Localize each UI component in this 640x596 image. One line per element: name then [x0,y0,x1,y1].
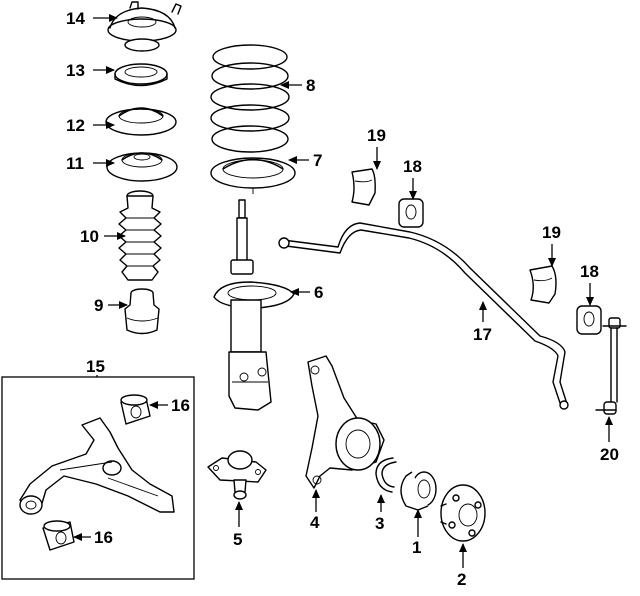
stabilizer-bracket-part-upper [351,168,376,206]
control-arm-bushing-part-lower [42,520,75,551]
callout-11: 11 [66,154,84,173]
strut-assembly-part [213,199,295,411]
callout-leaders [73,14,613,568]
callout-6: 6 [314,283,323,302]
control-arm-bushing-part-upper [120,394,151,425]
callout-17: 17 [473,325,492,344]
stabilizer-bracket-part-lower [529,265,557,304]
callout-9: 9 [94,296,103,315]
callout-4: 4 [310,513,320,532]
callout-13: 13 [66,61,85,80]
stabilizer-link-part [595,317,627,415]
lower-insulator-part [210,157,296,194]
callout-18-upper: 18 [403,157,422,176]
callout-2: 2 [457,570,466,589]
callout-7: 7 [313,151,322,170]
callout-12: 12 [66,116,85,135]
snap-ring-part [375,457,397,493]
wheel-hub-part [440,484,486,542]
ball-joint-part [207,450,267,500]
callout-15: 15 [86,357,105,376]
callout-19-upper: 19 [367,126,386,145]
stabilizer-bushing-part-lower [576,305,602,335]
stabilizer-bushing-part-upper [398,198,424,228]
stabilizer-bar-part [278,222,569,410]
bump-stop-part [124,288,160,335]
callout-10: 10 [80,227,99,246]
callout-20: 20 [600,445,619,464]
control-arm-group-box [1,376,195,580]
callout-5: 5 [233,530,242,549]
upper-spring-seat-part [105,107,177,136]
strut-mount-part [107,1,182,52]
dust-boot-part [118,190,162,281]
callout-16-upper: 16 [171,396,190,415]
callout-14: 14 [66,9,85,28]
coil-spring-part [210,44,290,153]
callout-19-lower: 19 [542,223,561,242]
callout-1: 1 [412,538,421,557]
callout-16-lower: 16 [94,528,113,547]
steering-knuckle-part [305,355,385,489]
callout-18-lower: 18 [580,262,599,281]
wheel-bearing-part [400,471,437,511]
callout-8: 8 [306,76,315,95]
callout-3: 3 [375,514,384,533]
lower-control-arm-part [19,417,175,515]
insulator-part [106,152,178,182]
bearing-part [114,63,168,87]
